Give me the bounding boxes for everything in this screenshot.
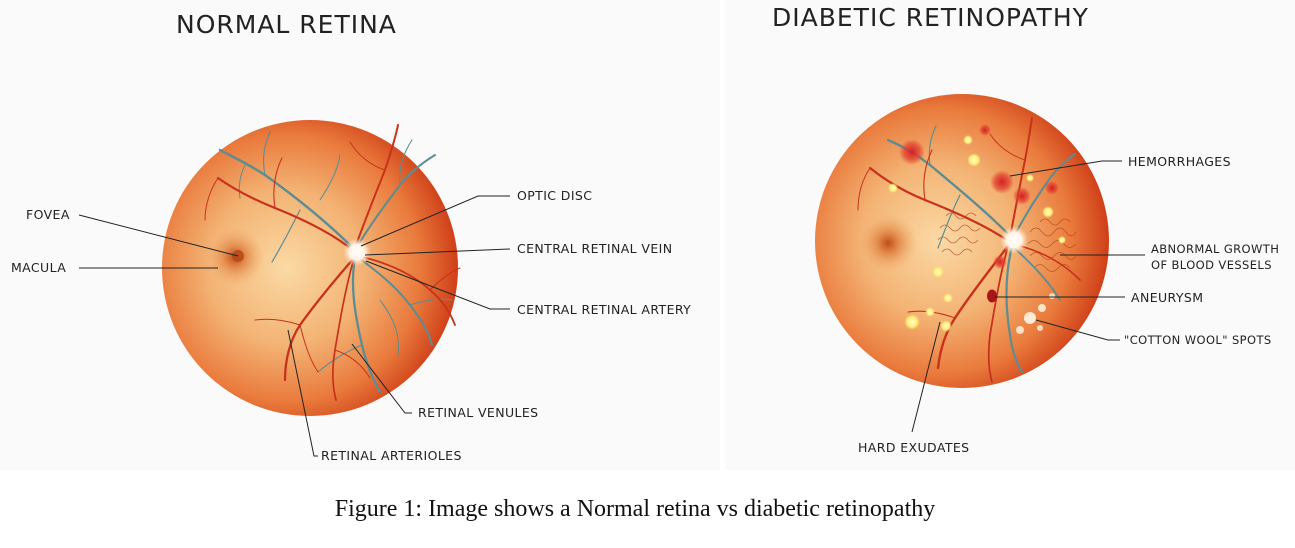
label-cotton-wool-spots: "COTTON WOOL" SPOTS — [1124, 333, 1272, 347]
aneurysm — [987, 289, 997, 303]
label-retinal-venules: RETINAL VENULES — [418, 405, 539, 420]
figure-caption: Figure 1: Image shows a Normal retina vs… — [334, 496, 936, 522]
hemorrhages — [899, 124, 1059, 269]
label-retinal-arterioles: RETINAL ARTERIOLES — [321, 448, 462, 463]
diabetic-leader-lines — [911, 160, 1145, 433]
label-central-retinal-artery: CENTRAL RETINAL ARTERY — [517, 302, 692, 317]
normal-leader-lines — [78, 195, 511, 457]
normal-retina-title: NORMAL RETINA — [176, 10, 397, 39]
diabetic-macula — [858, 213, 918, 273]
label-hemorrhages: HEMORRHAGES — [1128, 154, 1231, 169]
diabetic-arteries — [857, 117, 1081, 383]
normal-retina — [162, 120, 461, 416]
label-optic-disc: OPTIC DISC — [517, 188, 593, 203]
hard-exudates — [888, 135, 1066, 332]
normal-retinal-arterioles — [204, 124, 461, 401]
label-abnormal-growth-line1: ABNORMAL GROWTH — [1151, 242, 1280, 256]
label-fovea: FOVEA — [26, 207, 70, 222]
label-macula: MACULA — [11, 260, 67, 275]
diabetic-retina-fundus — [815, 94, 1109, 388]
diabetic-retina — [815, 94, 1109, 388]
label-central-retinal-vein: CENTRAL RETINAL VEIN — [517, 241, 673, 256]
cotton-wool-spots — [1016, 293, 1055, 334]
diabetic-retinopathy-title: DIABETIC RETINOPATHY — [772, 3, 1089, 32]
normal-retinal-venules — [218, 131, 453, 394]
normal-retina-fundus — [162, 120, 458, 416]
label-aneurysm: ANEURYSM — [1131, 290, 1204, 305]
label-hard-exudates: HARD EXUDATES — [858, 440, 970, 455]
label-abnormal-growth-line2: OF BLOOD VESSELS — [1151, 258, 1272, 272]
diabetic-optic-disc — [1000, 226, 1028, 254]
